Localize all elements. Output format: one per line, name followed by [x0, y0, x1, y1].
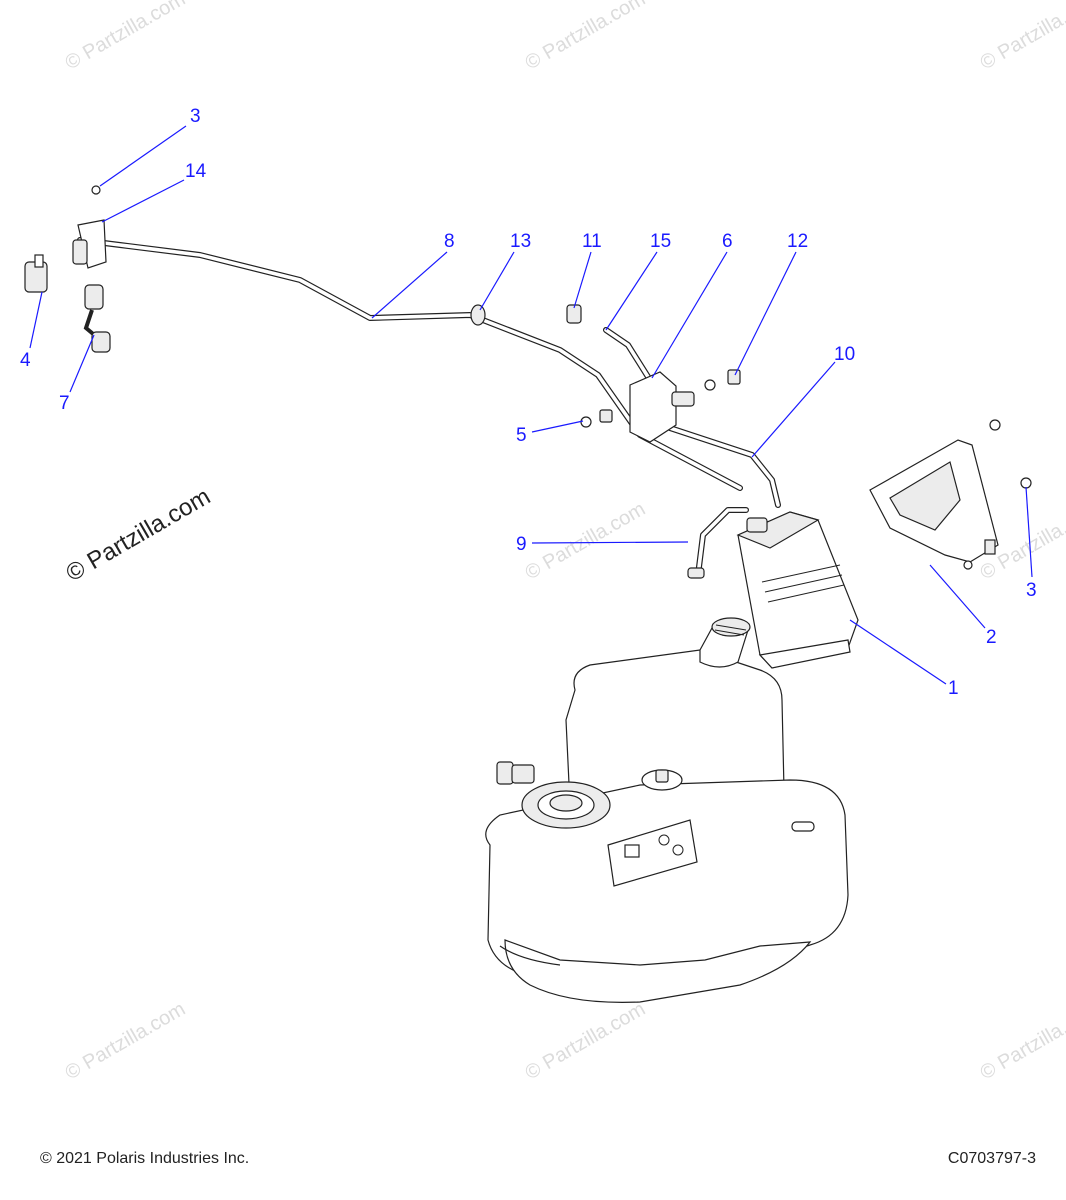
parts-illustration — [24, 185, 1032, 1003]
leader-lines — [29, 125, 1033, 685]
watermark: © Partzilla.com — [522, 498, 650, 584]
callout-label: 10 — [834, 344, 855, 365]
callout-label: 9 — [516, 534, 527, 555]
fuel-tank — [485, 617, 849, 1003]
callout-label: 11 — [582, 231, 602, 252]
callout-label: 14 — [185, 161, 207, 182]
watermark: © Partzilla.com — [977, 0, 1066, 74]
upper-left-assembly — [24, 185, 111, 353]
callout-label: 2 — [986, 627, 997, 648]
callout-label: 12 — [787, 231, 808, 252]
watermark: © Partzilla.com — [522, 0, 650, 74]
callout-label: 1 — [948, 678, 959, 699]
callout-label: 7 — [59, 393, 70, 414]
callout-label: 6 — [722, 231, 733, 252]
bracket — [869, 419, 1032, 570]
watermark: © Partzilla.com — [62, 0, 190, 74]
callout-label: 8 — [444, 231, 455, 252]
callouts: 3 14 8 13 11 15 6 12 10 4 7 5 9 1 2 3 — [20, 106, 1037, 699]
copyright-text: © 2021 Polaris Industries Inc. — [40, 1150, 250, 1167]
valve — [629, 371, 695, 443]
callout-label: 3 — [1026, 580, 1037, 601]
callout-label: 4 — [20, 350, 31, 371]
callout-label: 15 — [650, 231, 671, 252]
watermark: © Partzilla.com — [522, 998, 650, 1084]
drawing-code: C0703797-3 — [947, 1150, 1036, 1167]
callout-label: 5 — [516, 425, 527, 446]
canister — [736, 511, 859, 669]
watermark: © Partzilla.com — [62, 998, 190, 1084]
callout-label: 3 — [190, 106, 201, 127]
callout-label: 13 — [510, 231, 531, 252]
watermark-large: © Partzilla.com — [62, 483, 216, 587]
watermark: © Partzilla.com — [977, 998, 1066, 1084]
